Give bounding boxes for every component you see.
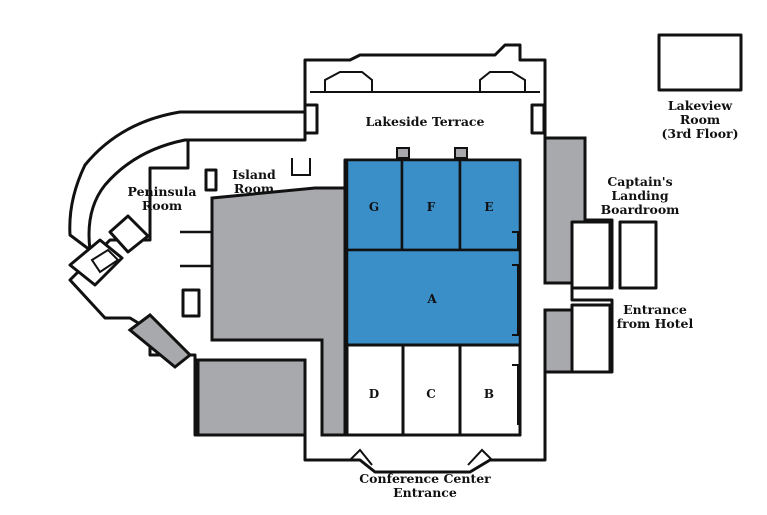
island-door [291, 158, 311, 176]
island-pillar [204, 168, 218, 192]
ballroom-vent-left [396, 147, 410, 159]
label-lakeview-3: (3rd Floor) [661, 126, 738, 141]
entrance-notch-left [349, 448, 373, 466]
captains-landing-boardroom[interactable] [618, 220, 658, 290]
ballroom-vent-right [454, 147, 468, 159]
label-room-c: C [426, 387, 436, 401]
label-room-f: F [427, 200, 436, 214]
terrace-alcove-right [479, 71, 526, 92]
niche-left [303, 103, 319, 135]
door-b [512, 364, 519, 425]
service-area-west [127, 313, 193, 369]
label-lakeview-2: Room [680, 112, 720, 127]
label-captains-1: Captain's [607, 174, 672, 189]
label-peninsula-1: Peninsula [128, 184, 197, 199]
label-captains-2: Landing [611, 188, 669, 203]
service-area-center [210, 186, 347, 437]
label-lakeview-1: Lakeview [668, 98, 733, 113]
peninsula-pillar [181, 288, 201, 318]
peninsula-nook [108, 214, 150, 254]
door-a [512, 264, 519, 336]
entrance-notch-right [467, 448, 493, 466]
label-conference-entrance-1: Conference Center [359, 471, 491, 486]
room-d[interactable] [345, 343, 405, 437]
label-entrance-hotel-1: Entrance [623, 302, 687, 317]
label-room-b: B [484, 387, 494, 401]
room-a[interactable] [345, 248, 522, 347]
label-island-1: Island [232, 167, 276, 182]
service-area-southwest [196, 358, 307, 437]
label-captains-3: Boardroom [601, 202, 680, 217]
label-room-a: A [426, 292, 437, 306]
boardroom-annex [570, 220, 612, 290]
room-c[interactable] [401, 343, 462, 437]
hotel-entrance-corridor [570, 303, 612, 374]
peninsula-corridor [68, 110, 307, 252]
label-conference-entrance-2: Entrance [393, 485, 457, 500]
label-room-e: E [484, 200, 493, 214]
room-b[interactable] [458, 343, 522, 437]
label-lakeside-terrace: Lakeside Terrace [366, 114, 485, 129]
label-peninsula-2: Room [142, 198, 182, 213]
room-e[interactable] [458, 158, 522, 252]
label-room-g: G [369, 200, 379, 214]
stair-inner [90, 248, 120, 274]
door-e [512, 231, 519, 250]
niche-right [530, 103, 546, 135]
lakeview-room-box[interactable] [657, 33, 743, 92]
terrace-alcove-left [324, 71, 373, 92]
label-room-d: D [369, 387, 379, 401]
label-island-2: Room [234, 181, 274, 196]
label-entrance-hotel-2: from Hotel [617, 316, 694, 331]
